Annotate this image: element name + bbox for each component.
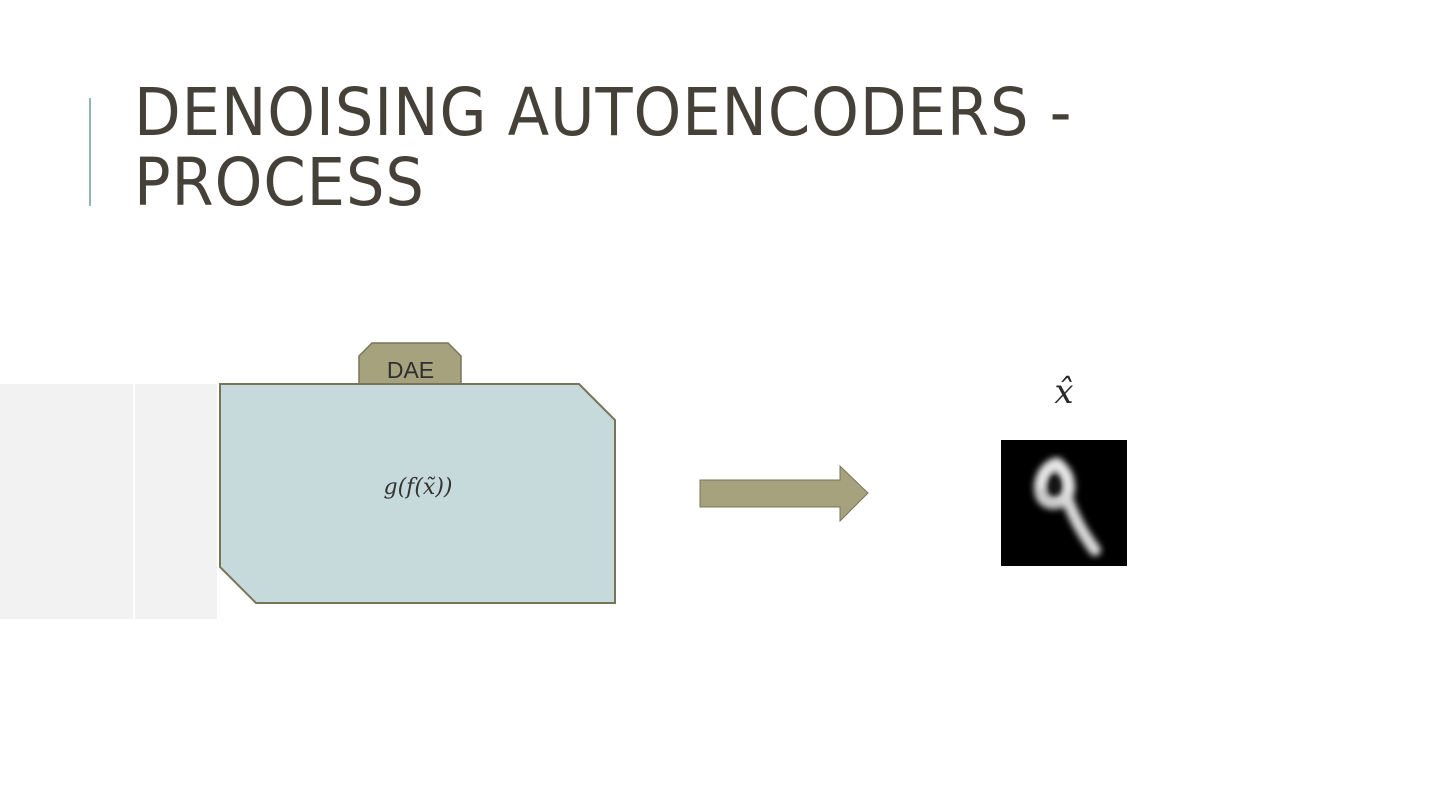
output-label: x̂ [1054,372,1074,412]
dae-tab-label: DAE [386,357,435,383]
slide-title-line-1: DENOISING AUTOENCODERS - [134,74,1073,151]
slide-title: DENOISING AUTOENCODERS - PROCESS [134,78,1072,218]
slide-title-line-2: PROCESS [134,144,425,221]
dae-box [219,383,616,604]
reconstructed-digit-image [1001,440,1127,566]
background-panel-right [135,384,217,619]
title-accent-bar [89,98,91,206]
decoder-formula: g(f(x̃)) [383,475,453,500]
background-panel-left [0,384,133,619]
right-arrow [699,464,869,523]
